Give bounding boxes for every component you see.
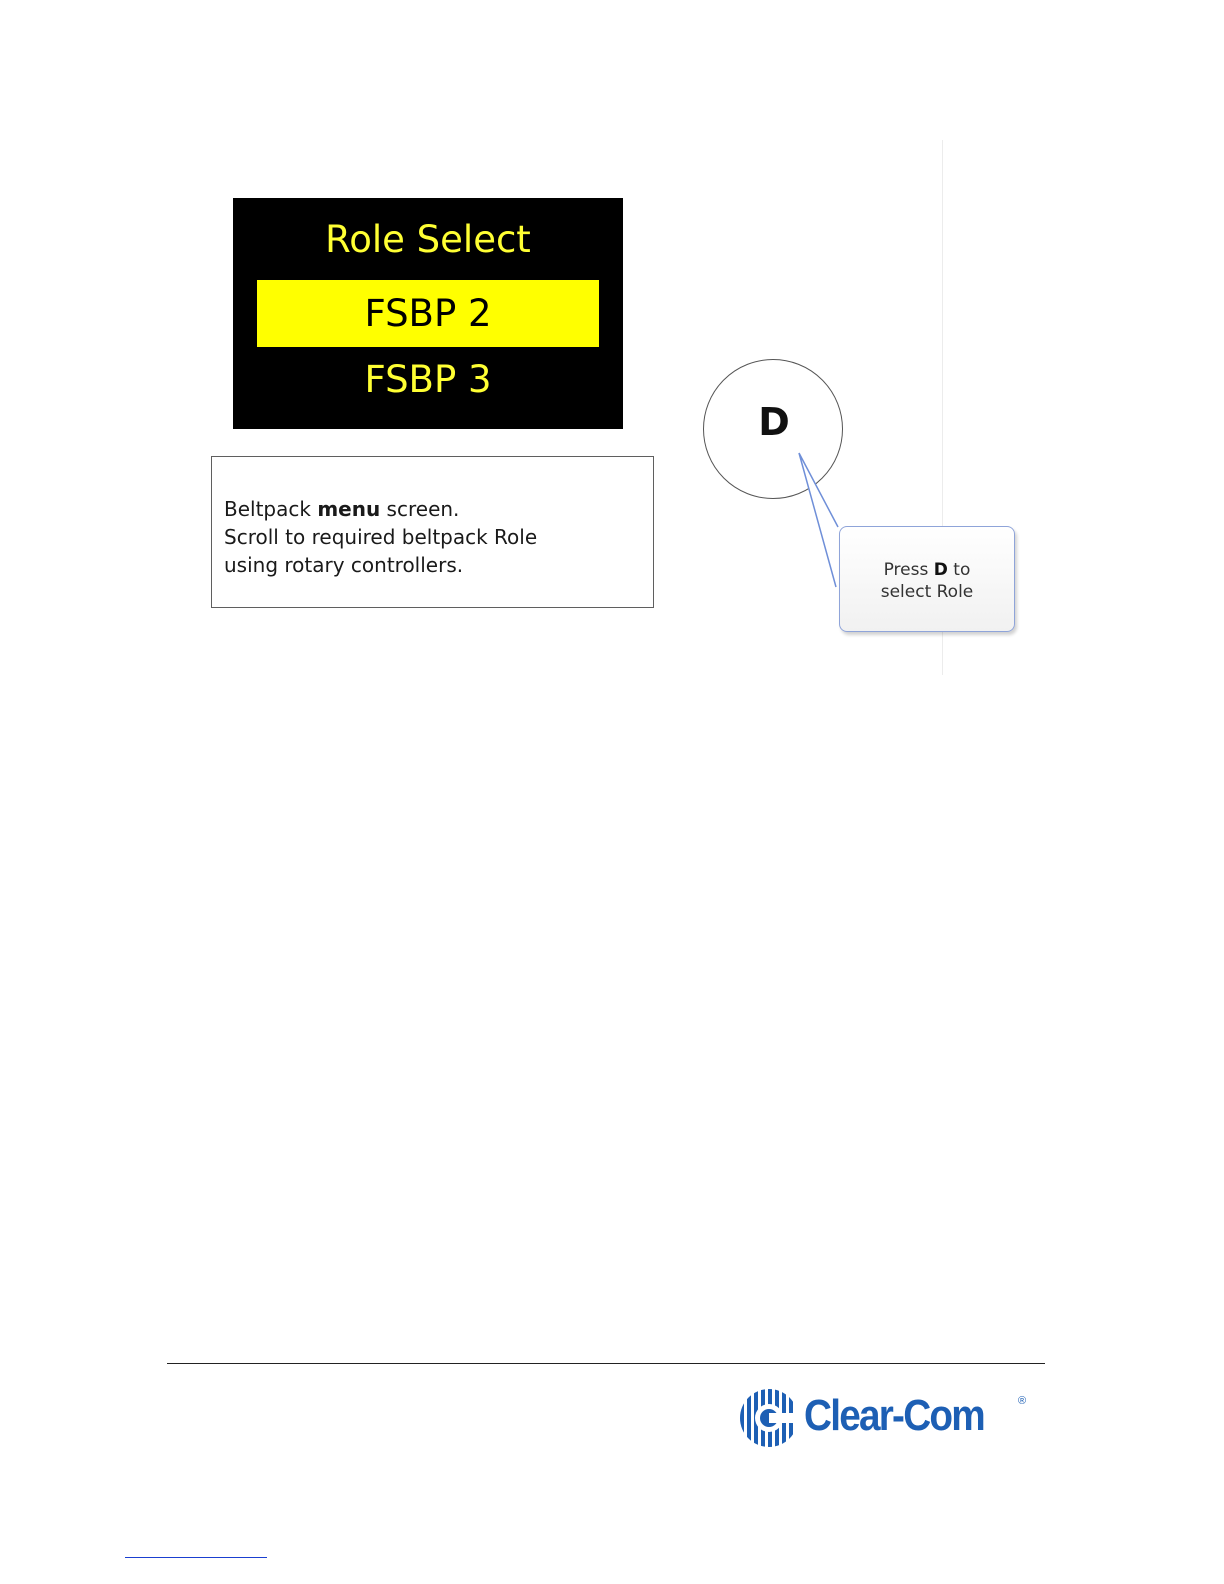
note-line-3: using rotary controllers. xyxy=(224,551,653,579)
display-selected-item: FSBP 2 xyxy=(257,280,599,347)
callout-bold-key: D xyxy=(934,560,948,580)
display-title: Role Select xyxy=(233,216,623,264)
footer-rule xyxy=(167,1363,1045,1364)
d-key-label: D xyxy=(704,400,844,444)
note-line-1: Beltpack menu screen. xyxy=(224,495,653,523)
brand-name: Clear-Com xyxy=(804,1391,984,1441)
display-next-item: FSBP 3 xyxy=(233,356,623,404)
note-line-1-bold: menu xyxy=(317,497,380,521)
press-d-callout: Press D to select Role xyxy=(839,526,1015,632)
brand-registered-mark: ® xyxy=(1018,1395,1026,1407)
note-line-1-suffix: screen. xyxy=(380,497,459,521)
clear-com-logo: Clear-Com ® xyxy=(738,1385,1038,1451)
callout-line-2: select Role xyxy=(840,581,1014,603)
beltpack-display: Role Select FSBP 2 FSBP 3 xyxy=(233,198,623,429)
note-line-2: Scroll to required beltpack Role xyxy=(224,523,653,551)
callout-suffix: to xyxy=(948,560,970,580)
note-line-1-prefix: Beltpack xyxy=(224,497,317,521)
callout-prefix: Press xyxy=(884,560,934,580)
callout-line-1: Press D to xyxy=(840,559,1014,581)
menu-instruction-note: Beltpack menu screen. Scroll to required… xyxy=(211,456,654,608)
footer-link-underline[interactable] xyxy=(125,1557,267,1558)
clear-com-emblem-icon xyxy=(738,1387,800,1449)
